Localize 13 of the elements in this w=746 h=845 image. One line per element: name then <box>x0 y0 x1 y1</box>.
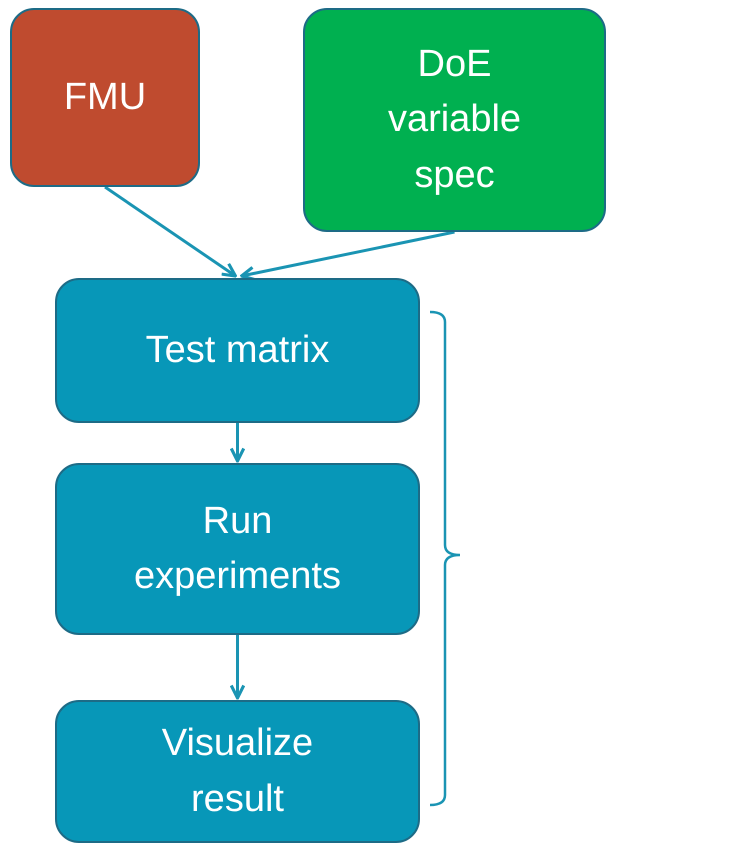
box-label: FMU <box>64 74 146 120</box>
arrow <box>230 635 246 700</box>
box-label: Visualize result <box>160 721 314 822</box>
box-label: Run experiments <box>133 498 342 599</box>
process-box <box>55 700 420 843</box>
arrow <box>230 423 246 463</box>
process-box <box>55 278 420 423</box>
arrow <box>104 186 238 278</box>
process-box <box>303 8 606 232</box>
box-label: Test matrix <box>146 328 330 373</box>
process-box <box>55 463 420 635</box>
box-label: DoE variable spec <box>386 42 522 198</box>
process-box <box>10 8 200 187</box>
